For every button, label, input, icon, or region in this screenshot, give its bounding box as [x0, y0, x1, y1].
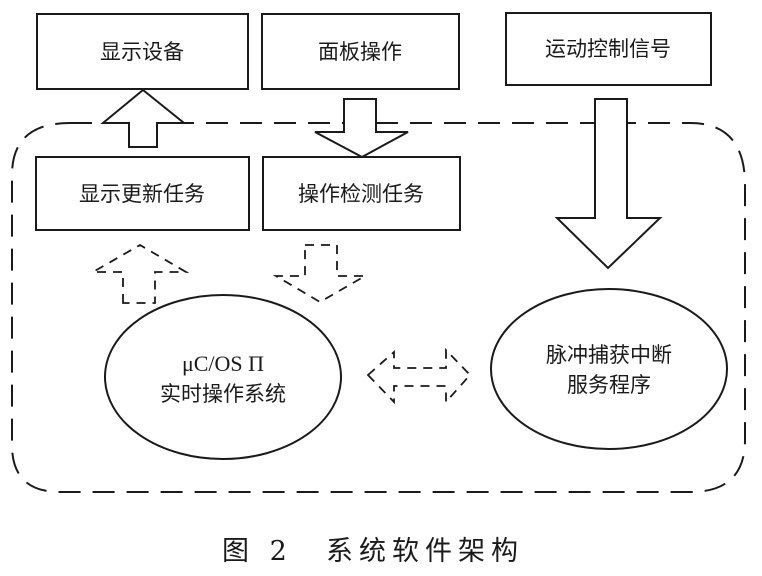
rtos-ellipse	[104, 294, 342, 460]
isr-label-line1: 脉冲捕获中断	[546, 343, 672, 367]
figure-title: 系统软件架构	[326, 536, 524, 567]
arrow-down-to-isr	[554, 98, 663, 270]
dashed-bidirectional-arrow	[366, 347, 472, 405]
display-device-label: 显示设备	[100, 40, 184, 64]
isr-ellipse	[490, 288, 728, 450]
motion-control-signal-box	[505, 12, 712, 86]
system-boundary	[11, 122, 746, 493]
operation-detect-task-box	[262, 156, 461, 231]
dashed-arrow-down-to-rtos	[272, 244, 369, 304]
arrow-up-to-display-device	[100, 88, 187, 148]
display-update-task-box	[35, 156, 250, 231]
isr-label-line2: 服务程序	[567, 373, 651, 397]
panel-operation-box	[261, 13, 460, 90]
operation-detect-task-label: 操作检测任务	[298, 182, 424, 206]
arrow-down-to-operation-detect	[314, 98, 409, 159]
dashed-arrow-up-to-display-update	[89, 243, 190, 304]
motion-control-signal-label: 运动控制信号	[545, 37, 671, 61]
rtos-label-line1: μC/OS Π	[182, 351, 264, 376]
display-device-box	[36, 13, 249, 90]
rtos-label-line2: 实时操作系统	[160, 382, 286, 406]
figure-number: 图 2	[222, 536, 293, 567]
panel-operation-label: 面板操作	[318, 40, 402, 64]
display-update-task-label: 显示更新任务	[79, 182, 205, 206]
